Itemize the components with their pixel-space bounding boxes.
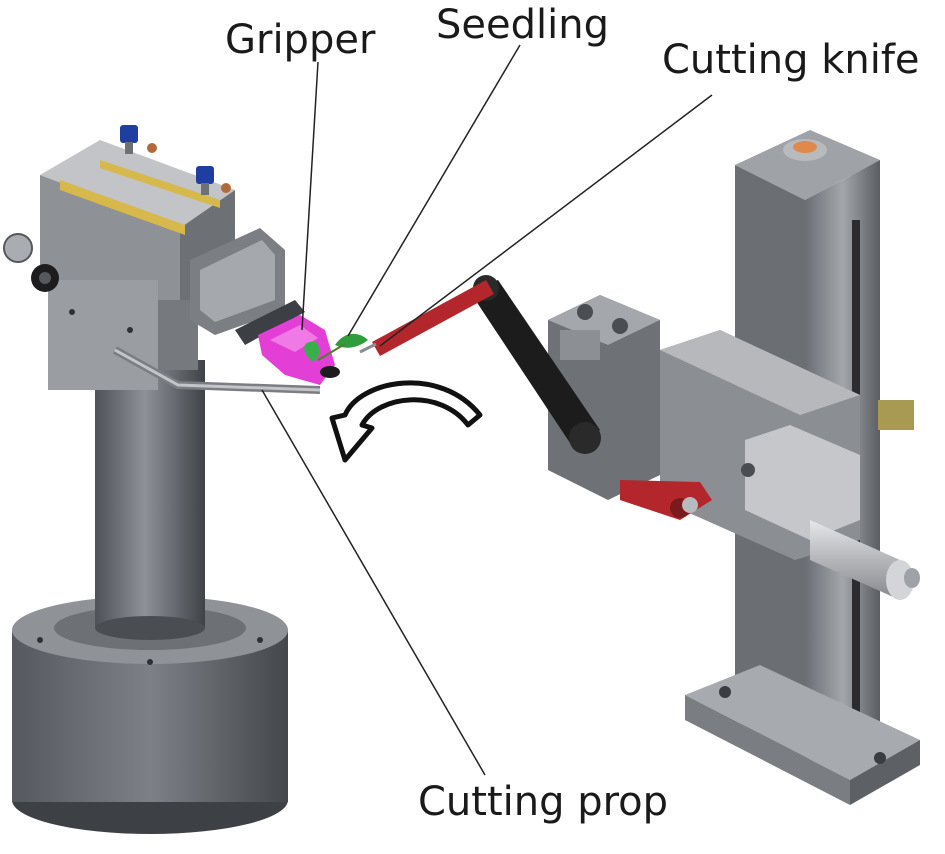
left-base	[12, 596, 288, 834]
gripper-bracket	[190, 228, 305, 345]
red-lever	[620, 480, 712, 520]
label-cutting-knife: Cutting knife	[662, 37, 920, 83]
right-carriage	[660, 330, 860, 560]
right-base-plate	[685, 665, 920, 805]
leader-line-cutting-prop	[261, 389, 486, 776]
label-cutting-prop: Cutting prop	[418, 779, 669, 825]
leader-line-cutting-knife	[379, 94, 713, 347]
leader-line-gripper	[301, 61, 319, 331]
label-gripper: Gripper	[225, 17, 376, 63]
cutting-prop	[113, 346, 321, 394]
cutting-knife	[359, 280, 494, 356]
leader-line-seedling	[347, 44, 521, 337]
curved-rotation-arrow-icon	[329, 380, 483, 463]
left-column	[95, 336, 205, 640]
gripper	[258, 315, 340, 385]
leader-lines	[261, 44, 713, 776]
micrometer-shaft	[810, 520, 920, 600]
pneumatic-fittings	[120, 125, 231, 195]
seedling	[304, 333, 368, 362]
label-seedling: Seedling	[436, 2, 609, 48]
